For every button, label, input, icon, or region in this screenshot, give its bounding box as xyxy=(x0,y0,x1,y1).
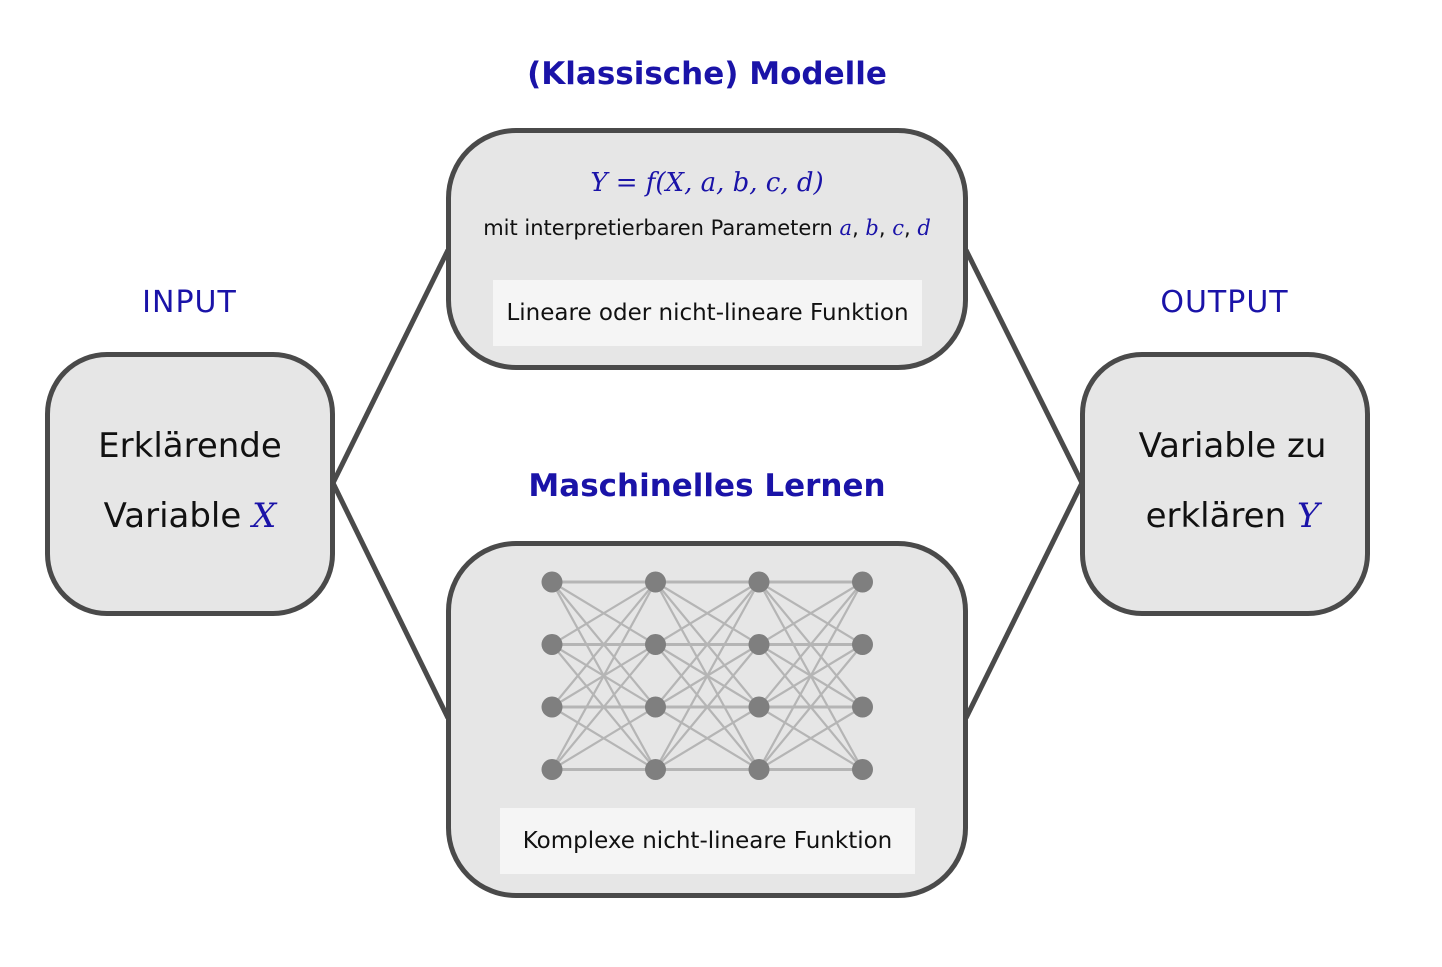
connector-ml-output xyxy=(963,481,1085,720)
output-text-line2: erklären Y xyxy=(1080,481,1385,551)
network-edge xyxy=(551,706,657,771)
ml-function-label: Komplexe nicht-lineare Funktion xyxy=(500,808,915,874)
network-edge xyxy=(551,581,657,771)
connector-classical-output xyxy=(963,248,1085,485)
params-prefix: mit interpretierbaren Parametern xyxy=(483,216,833,240)
network-node xyxy=(852,634,873,655)
output-symbol: Y xyxy=(1296,496,1320,536)
network-node xyxy=(645,571,666,593)
output-text: Variable zu erklären Y xyxy=(1080,411,1385,551)
neural-network xyxy=(541,571,873,780)
connector-input-ml xyxy=(330,481,451,720)
network-node xyxy=(541,696,563,718)
param-b: b xyxy=(865,216,879,240)
input-text-line2: Variable X xyxy=(45,481,335,551)
network-edge xyxy=(758,581,864,708)
network-node xyxy=(748,571,770,593)
network-node xyxy=(645,696,666,718)
network-edge xyxy=(551,581,657,708)
output-text-word: erklären xyxy=(1145,496,1287,536)
network-edge xyxy=(758,581,864,771)
input-box xyxy=(45,352,335,616)
network-node xyxy=(852,759,873,780)
network-node xyxy=(541,634,563,655)
ml-heading: Maschinelles Lernen xyxy=(528,468,886,504)
output-label: OUTPUT xyxy=(1160,285,1289,320)
input-text-line1: Erklärende xyxy=(98,426,282,466)
output-box xyxy=(1080,352,1370,616)
input-text-word: Variable xyxy=(103,496,242,536)
network-node xyxy=(541,571,563,593)
network-edge xyxy=(654,643,760,771)
param-a: a xyxy=(839,216,853,240)
network-edge xyxy=(758,643,864,771)
network-node xyxy=(852,696,873,718)
network-edge xyxy=(551,643,657,771)
input-label: INPUT xyxy=(142,285,237,320)
network-node xyxy=(645,759,666,780)
network-node xyxy=(541,759,563,780)
network-edge xyxy=(654,581,760,771)
network-edge xyxy=(654,581,760,646)
classical-formula: Y = f(X, a, b, c, d) xyxy=(590,168,824,198)
network-edge xyxy=(551,581,657,646)
output-text-line1: Variable zu xyxy=(1138,426,1327,466)
input-text: Erklärende Variable X xyxy=(45,411,335,551)
network-node xyxy=(748,759,770,780)
network-node xyxy=(852,571,873,593)
network-edge xyxy=(758,581,864,646)
network-node xyxy=(748,696,770,718)
network-edge xyxy=(758,706,864,771)
connector-input-classical xyxy=(330,248,451,485)
network-edge xyxy=(654,706,760,771)
network-node xyxy=(748,634,770,655)
classical-function-label: Lineare oder nicht-lineare Funktion xyxy=(493,280,922,346)
param-d: d xyxy=(917,216,931,240)
param-c: c xyxy=(892,216,904,240)
input-symbol: X xyxy=(252,496,277,536)
classical-heading: (Klassische) Modelle xyxy=(527,56,887,92)
classical-params-line: mit interpretierbaren Parametern a, b, c… xyxy=(483,216,931,240)
network-node xyxy=(645,634,666,655)
network-edge xyxy=(654,581,760,708)
